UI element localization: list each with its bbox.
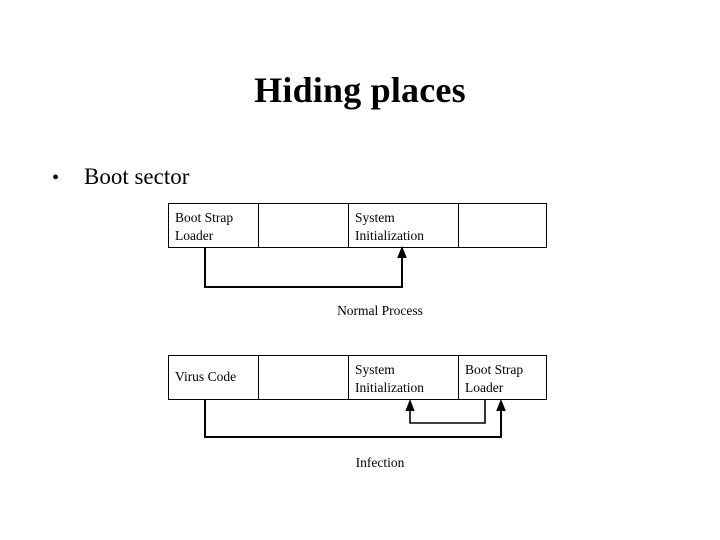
- bullet-item-boot-sector: • Boot sector: [52, 162, 189, 193]
- diagram-normal-cell-3: System Initialization: [349, 204, 459, 247]
- diagram-normal-cell-3-line-1: System: [355, 210, 395, 225]
- diagram-normal-process-caption: Normal Process: [337, 303, 423, 318]
- diagram-normal-cell-1: Boot Strap Loader: [169, 204, 259, 247]
- diagram-infection-cell-4-line-1: Boot Strap: [465, 362, 524, 377]
- diagram-infection-cell-1-line-1: Virus Code: [175, 368, 237, 384]
- diagram-infection-cell-3-line-1: System: [355, 362, 395, 377]
- diagram-normal-cell-1-line-1: Boot Strap: [175, 210, 234, 225]
- diagram-infection-caption: Infection: [355, 455, 405, 470]
- diagram-normal-cell-3-line-2: Initialization: [355, 228, 424, 243]
- diagram-infection-cell-1: Virus Code: [169, 356, 259, 399]
- diagram-infection-cell-4-line-2: Loader: [465, 380, 504, 395]
- bullet-item-label: Boot sector: [84, 164, 190, 189]
- diagram-infection-cell-4: Boot Strap Loader: [459, 356, 546, 399]
- bullet-point-icon: •: [52, 167, 60, 189]
- diagram-infection-cell-2-empty: [259, 356, 349, 399]
- diagram-infection-table: Virus Code System Initialization Boot St…: [168, 355, 547, 400]
- diagram-infection-cell-3-line-2: Initialization: [355, 380, 424, 395]
- diagram-normal-cell-2-empty: [259, 204, 349, 247]
- page-title: Hiding places: [254, 70, 466, 110]
- diagram-infection-cell-3: System Initialization: [349, 356, 459, 399]
- diagram-normal-process-table: Boot Strap Loader System Initialization: [168, 203, 547, 248]
- diagram-normal-cell-1-line-2: Loader: [175, 228, 214, 243]
